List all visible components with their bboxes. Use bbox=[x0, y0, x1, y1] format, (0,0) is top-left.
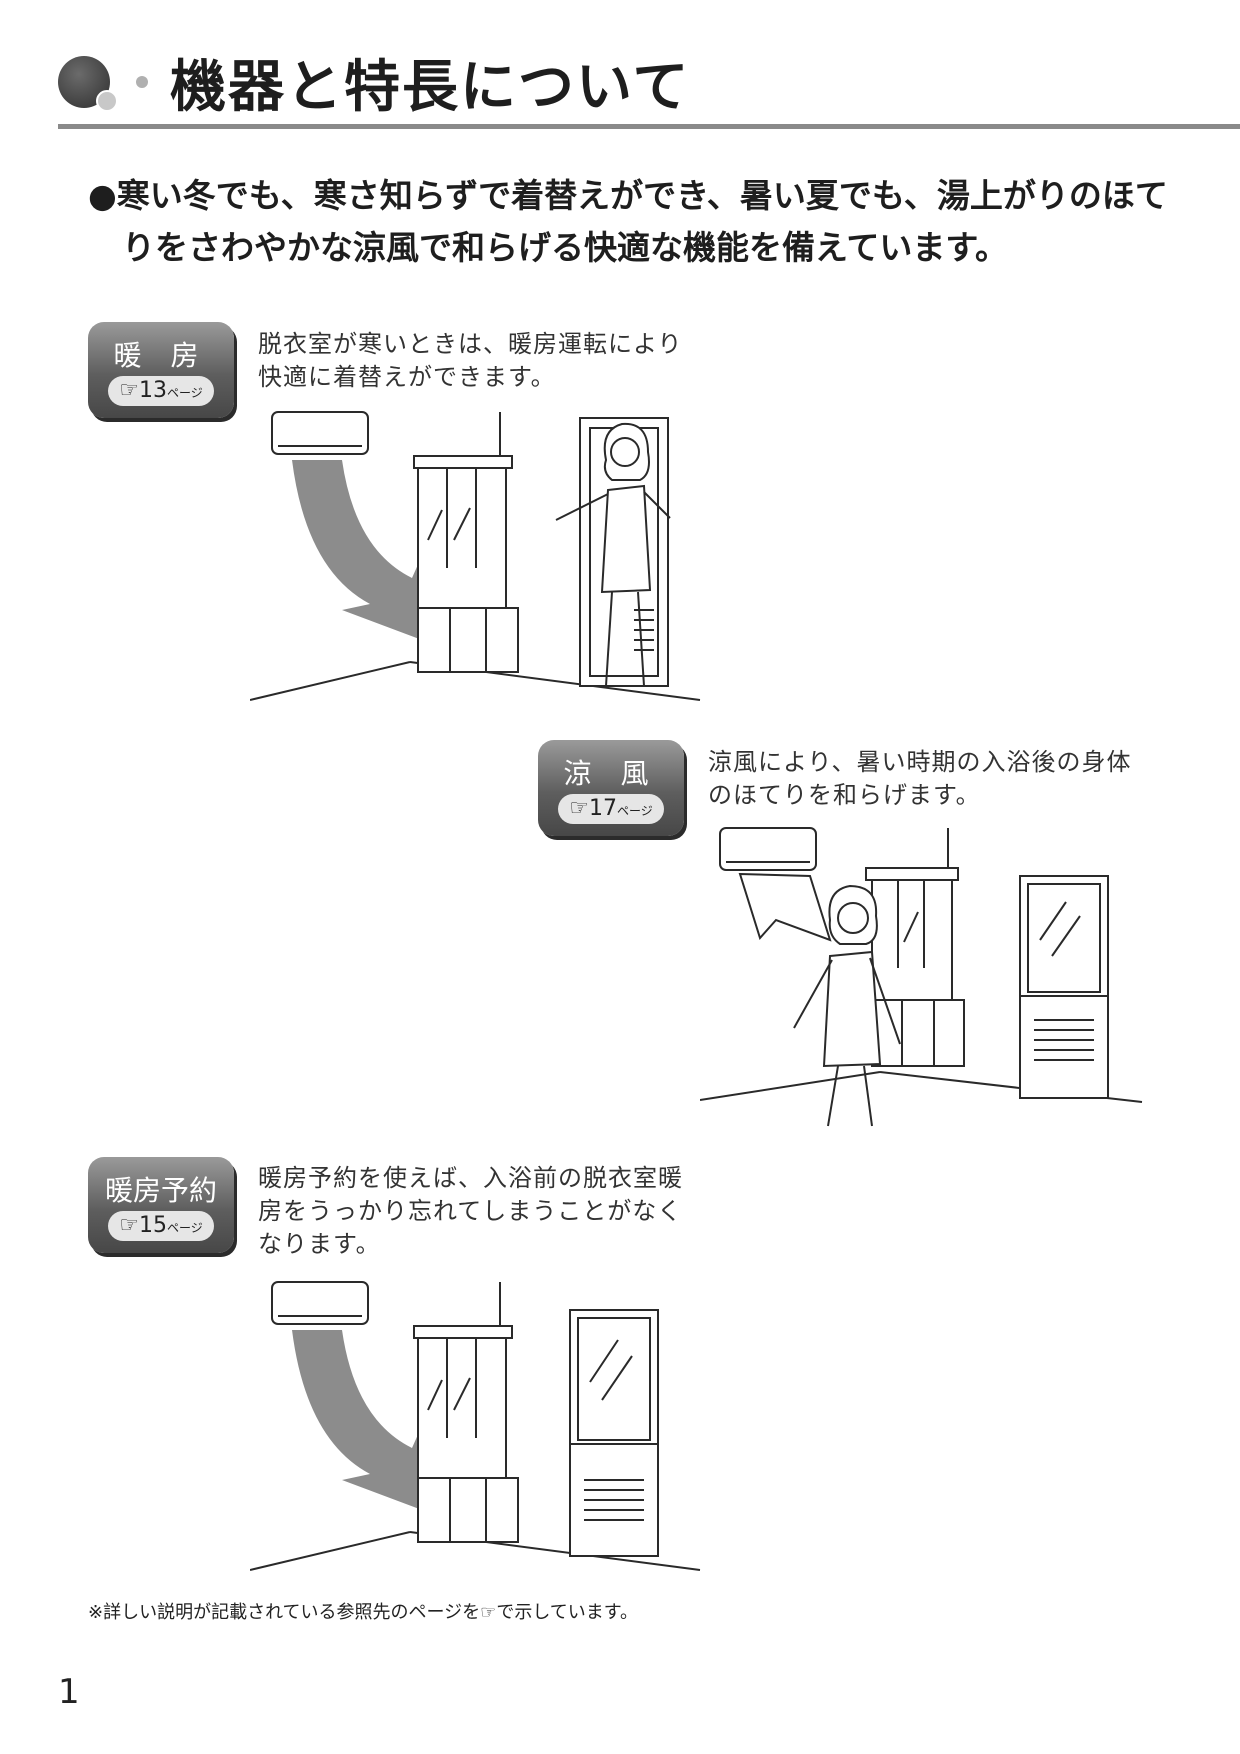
cool-breeze-desc-line-1: 涼風により、暑い時期の入浴後の身体 bbox=[708, 748, 1132, 776]
page-title: 機器と特長について bbox=[170, 55, 691, 120]
heating-page-ref[interactable]: ☞13ページ bbox=[108, 376, 214, 406]
title-dot-icon bbox=[96, 90, 118, 112]
cool-air-flow-icon bbox=[738, 872, 832, 942]
air-conditioner-icon bbox=[271, 1281, 369, 1325]
air-conditioner-icon bbox=[271, 411, 369, 455]
cool-breeze-illustration bbox=[700, 827, 1143, 1127]
intro-text: ●寒い冬でも、寒さ知らずで着替えができ、暑い夏でも、湯上がりのほて りをさわやか… bbox=[88, 170, 1168, 274]
heating-reservation-desc-line-3: なります。 bbox=[258, 1230, 381, 1258]
door-vent-icon bbox=[584, 1479, 644, 1521]
heating-illustration bbox=[250, 411, 701, 701]
heating-reservation-desc-line-1: 暖房予約を使えば、入浴前の脱衣室暖 bbox=[258, 1164, 683, 1192]
door-vent-icon bbox=[634, 609, 654, 651]
person-in-towel-icon bbox=[555, 422, 671, 687]
ref-unit: ページ bbox=[616, 804, 653, 818]
page-header: 機器と特長について bbox=[58, 42, 1240, 132]
door-vent-icon bbox=[1034, 1019, 1094, 1061]
footnote: ※詳しい説明が記載されている参照先のページを☞で示しています。 bbox=[88, 1602, 638, 1623]
heating-desc-line-2: 快適に着替えができます。 bbox=[258, 363, 556, 391]
heating-reservation-desc-line-2: 房をうっかり忘れてしまうことがなく bbox=[258, 1197, 683, 1225]
reference-icon: ☞ bbox=[119, 1213, 139, 1238]
heating-ref-number: 13 bbox=[138, 378, 167, 403]
title-dot-small-icon bbox=[136, 76, 148, 88]
heating-reservation-ref-number: 15 bbox=[138, 1213, 167, 1238]
intro-line-2: りをさわやかな涼風で和らげる快適な機能を備えています。 bbox=[122, 228, 1009, 267]
title-divider bbox=[58, 124, 1240, 129]
warm-air-arrow-icon bbox=[292, 1330, 422, 1510]
person-in-towel-icon bbox=[793, 884, 901, 1127]
heating-description: 脱衣室が寒いときは、暖房運転により 快適に着替えができます。 bbox=[258, 328, 683, 394]
cool-breeze-description: 涼風により、暑い時期の入浴後の身体 のほてりを和らげます。 bbox=[708, 746, 1132, 812]
heating-badge: 暖 房 ☞13ページ bbox=[88, 322, 234, 418]
heating-reservation-page-ref[interactable]: ☞15ページ bbox=[108, 1211, 214, 1241]
ref-unit: ページ bbox=[166, 1221, 203, 1235]
heating-badge-label: 暖 房 bbox=[113, 339, 209, 372]
heating-desc-line-1: 脱衣室が寒いときは、暖房運転により bbox=[258, 330, 683, 358]
warm-air-arrow-icon bbox=[292, 460, 422, 640]
air-conditioner-icon bbox=[719, 827, 817, 871]
reference-icon: ☞ bbox=[119, 378, 139, 403]
cool-breeze-page-ref[interactable]: ☞17ページ bbox=[558, 794, 664, 824]
cool-breeze-ref-number: 17 bbox=[588, 796, 617, 821]
heating-reservation-description: 暖房予約を使えば、入浴前の脱衣室暖 房をうっかり忘れてしまうことがなく なります… bbox=[258, 1162, 683, 1261]
heating-reservation-illustration bbox=[250, 1281, 701, 1571]
intro-line-1: ●寒い冬でも、寒さ知らずで着替えができ、暑い夏でも、湯上がりのほて bbox=[88, 176, 1168, 215]
heating-reservation-badge-label: 暖房予約 bbox=[104, 1174, 217, 1207]
page-number: 1 bbox=[58, 1672, 80, 1712]
cool-breeze-desc-line-2: のほてりを和らげます。 bbox=[708, 781, 981, 809]
cool-breeze-badge: 涼 風 ☞17ページ bbox=[538, 740, 684, 836]
reference-icon: ☞ bbox=[569, 796, 589, 821]
ref-unit: ページ bbox=[166, 386, 203, 400]
heating-reservation-badge: 暖房予約 ☞15ページ bbox=[88, 1157, 234, 1253]
cool-breeze-badge-label: 涼 風 bbox=[563, 757, 659, 790]
